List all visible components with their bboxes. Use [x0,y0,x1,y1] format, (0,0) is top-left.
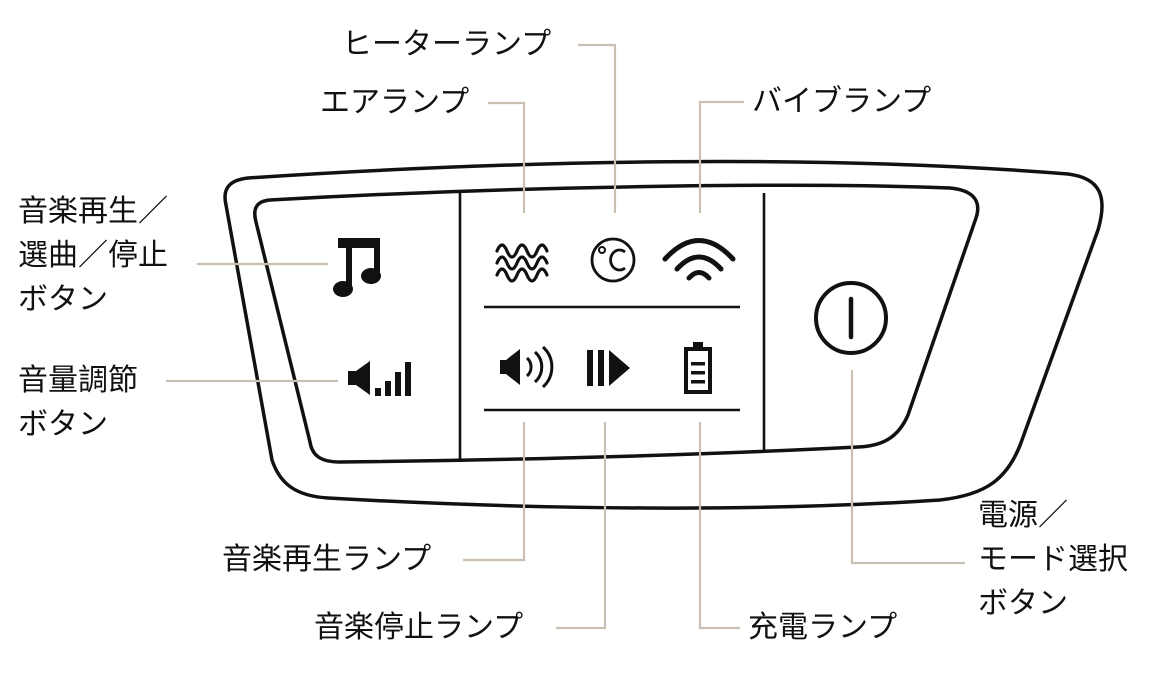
volume-button-label: 音量調節 ボタン [18,359,138,447]
leader-air-lamp [488,101,526,213]
music-button-label-line3: ボタン [18,282,108,317]
panel-outer-outline [223,159,1104,510]
battery-icon [684,342,712,394]
music-button-label-line1: 音楽再生／ [18,194,168,229]
music-button-label: 音楽再生／ 選曲／停止 ボタン [18,190,168,322]
music-stop-lamp-label: 音楽停止ランプ [314,610,524,645]
volume-level-icon[interactable] [348,361,411,396]
heater-lamp-label: ヒーターランプ [342,27,552,62]
play-pause-icon [587,350,630,386]
leader-music-play-lamp [463,422,526,562]
vibration-signal-icon [662,238,736,281]
power-button-label: 電源／ モード選択 ボタン [978,494,1128,626]
air-lamp-label: エアランプ [320,85,470,120]
air-wave-icon [495,243,549,283]
leader-charge-lamp [698,422,740,630]
music-note-icon[interactable] [333,238,381,297]
volume-button-label-line1: 音量調節 [18,363,138,398]
leader-heater-lamp [578,43,617,213]
volume-button-label-line2: ボタン [18,407,108,442]
panel-inner-face [253,183,980,464]
leader-power-button [850,370,965,565]
leader-music-stop-lamp [556,422,607,630]
leader-vibe-lamp [698,100,744,213]
power-icon[interactable] [814,281,888,355]
charge-lamp-label: 充電ランプ [748,610,898,645]
power-button-label-line3: ボタン [978,586,1068,621]
music-play-lamp-label: 音楽再生ランプ [222,542,432,577]
power-button-label-line2: モード選択 [978,542,1128,577]
vibe-lamp-label: バイブランプ [752,84,932,119]
power-button-label-line1: 電源／ [978,498,1068,533]
music-button-label-line2: 選曲／停止 [18,238,168,273]
speaker-icon [500,345,554,389]
celsius-icon [590,237,636,283]
